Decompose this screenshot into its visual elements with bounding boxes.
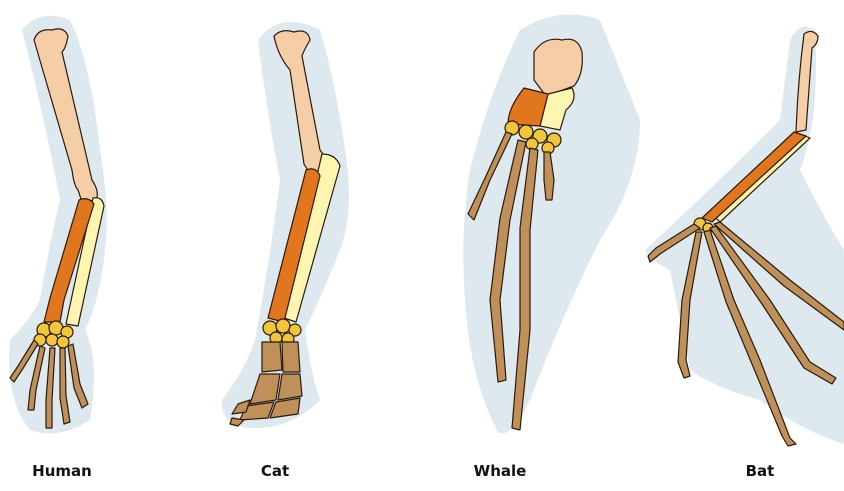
label-cat: Cat bbox=[215, 462, 335, 480]
label-bat: Bat bbox=[700, 462, 820, 480]
cat-forelimb bbox=[222, 22, 349, 428]
label-human: Human bbox=[2, 462, 122, 480]
bat-wing-outline bbox=[645, 27, 844, 444]
label-whale: Whale bbox=[440, 462, 560, 480]
bat-forelimb bbox=[645, 27, 844, 446]
whale-forelimb bbox=[463, 14, 640, 433]
human-forelimb bbox=[9, 16, 107, 434]
